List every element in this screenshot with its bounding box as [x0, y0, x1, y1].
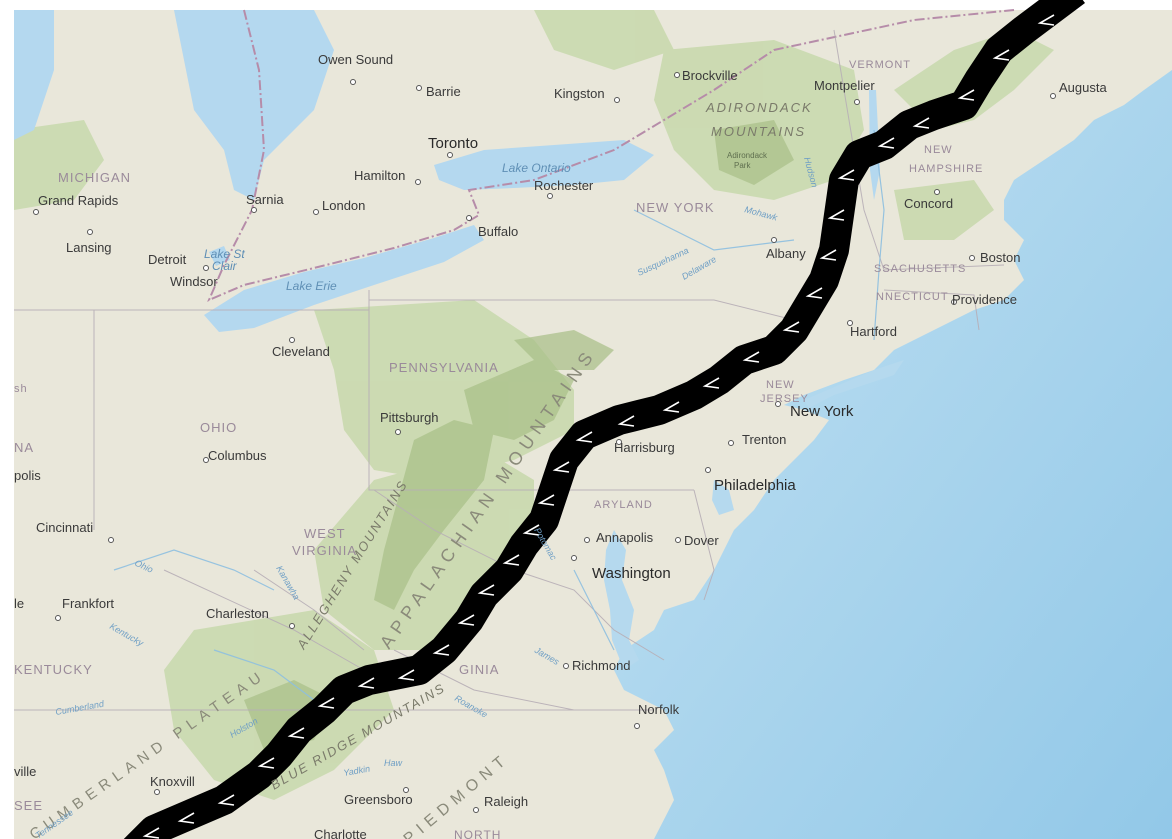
state-new-hampshire-1: NEW	[924, 144, 953, 156]
state-ohio: OHIO	[200, 420, 237, 435]
adirondack-park-text: Adirondack	[727, 151, 768, 160]
state-new-hampshire-2: HAMPSHIRE	[909, 163, 983, 175]
region-labels: ADIRONDACK MOUNTAINS Adirondack Park	[705, 100, 813, 170]
adirondack-mountains-label: MOUNTAINS	[711, 124, 806, 139]
rivers-lines	[113, 129, 885, 701]
city-knoxville: Knoxvill	[150, 774, 195, 789]
state-massachusetts: SSACHUSETTS	[874, 263, 966, 275]
route-path	[123, 0, 1085, 839]
state-maryland: ARYLAND	[594, 499, 653, 511]
city-philadelphia: Philadelphia	[714, 477, 796, 494]
city-cleveland: Cleveland	[272, 344, 330, 359]
long-island-sound	[804, 360, 904, 408]
city-harrisburg: Harrisburg	[614, 440, 675, 455]
city-labels: Owen Sound Barrie Kingston Brockville Mo…	[14, 52, 1107, 839]
city-charleston: Charleston	[206, 606, 269, 621]
lake-st-clair-1: Lake St	[204, 247, 245, 261]
city-ville: ville	[14, 764, 36, 779]
city-pittsburgh: Pittsburgh	[380, 410, 439, 425]
state-new-york: NEW YORK	[636, 200, 715, 215]
city-detroit: Detroit	[148, 252, 187, 267]
city-le: le	[14, 596, 24, 611]
city-new-york: New York	[790, 403, 854, 420]
city-dover: Dover	[684, 533, 719, 548]
lake-st-clair	[209, 246, 230, 266]
city-annapolis: Annapolis	[596, 530, 654, 545]
city-polis: polis	[14, 468, 41, 483]
state-vermont: VERMONT	[849, 59, 911, 71]
city-concord: Concord	[904, 196, 953, 211]
lake-ontario-label: Lake Ontario	[502, 161, 571, 175]
state-virginia: GINIA	[459, 662, 499, 677]
state-kentucky: KENTUCKY	[14, 662, 93, 677]
state-west-virginia-1: WEST	[304, 526, 346, 541]
city-boston: Boston	[980, 250, 1020, 265]
water-labels: Lake Ontario Lake St Clair Lake Erie	[204, 161, 571, 293]
river-yadkin: Yadkin	[343, 763, 371, 778]
city-grand-rapids: Grand Rapids	[38, 193, 119, 208]
state-tennessee: SEE	[14, 798, 43, 813]
city-hamilton: Hamilton	[354, 168, 405, 183]
city-barrie: Barrie	[426, 84, 461, 99]
state-michigan: MICHIGAN	[58, 170, 131, 185]
city-richmond: Richmond	[572, 658, 631, 673]
city-norfolk: Norfolk	[638, 702, 680, 717]
state-west-virginia-2: VIRGINIA	[292, 543, 357, 558]
state-na: NA	[14, 440, 34, 455]
state-pennsylvania: PENNSYLVANIA	[389, 360, 499, 375]
chesapeake-bay	[604, 530, 639, 670]
city-trenton: Trenton	[742, 432, 786, 447]
city-raleigh: Raleigh	[484, 794, 528, 809]
state-sh: sh	[14, 383, 28, 395]
city-albany: Albany	[766, 246, 806, 261]
city-washington: Washington	[592, 565, 671, 582]
city-cincinnati: Cincinnati	[36, 520, 93, 535]
city-dots	[33, 72, 1056, 813]
route-arrows	[142, 14, 1055, 839]
lake-huron-georgian-bay	[174, 10, 334, 200]
city-buffalo: Buffalo	[478, 224, 518, 239]
lake-erie	[204, 225, 484, 332]
state-labels: VERMONT MICHIGAN NEW YORK NEW HAMPSHIRE …	[14, 59, 983, 839]
city-columbus: Columbus	[208, 448, 267, 463]
city-sarnia: Sarnia	[246, 192, 284, 207]
city-frankfort: Frankfort	[62, 596, 114, 611]
lake-michigan	[14, 10, 54, 140]
city-augusta: Augusta	[1059, 80, 1107, 95]
map-canvas: APPALACHIAN MOUNTAINS ALLEGHENY MOUNTAIN…	[14, 0, 1172, 839]
city-brockville: Brockville	[682, 68, 738, 83]
city-rochester: Rochester	[534, 178, 594, 193]
city-toronto: Toronto	[428, 135, 478, 152]
city-owen-sound: Owen Sound	[318, 52, 393, 67]
state-north-carolina: NORTH	[454, 828, 501, 839]
lake-ontario	[434, 140, 654, 190]
mountain-ridges	[244, 120, 794, 750]
state-new-jersey-2: JERSEY	[760, 393, 809, 405]
city-hartford: Hartford	[850, 324, 897, 339]
city-greensboro: Greensboro	[344, 792, 413, 807]
atlantic-ocean	[614, 70, 1172, 839]
delaware-bay	[712, 480, 734, 515]
river-haw: Haw	[384, 758, 403, 768]
adirondack-label: ADIRONDACK	[705, 100, 813, 115]
city-london: London	[322, 198, 365, 213]
city-montpelier: Montpelier	[814, 78, 875, 93]
city-providence: Providence	[952, 292, 1017, 307]
lake-st-clair-2: Clair	[212, 259, 238, 273]
adirondack-park-label: Adirondack Park	[727, 151, 769, 170]
lake-erie-label: Lake Erie	[286, 279, 337, 293]
state-connecticut: NNECTICUT	[876, 291, 949, 303]
city-lansing: Lansing	[66, 240, 112, 255]
city-kingston: Kingston	[554, 86, 605, 101]
adirondack-park-text-2: Park	[734, 161, 751, 170]
city-charlotte: Charlotte	[314, 827, 367, 839]
state-new-jersey-1: NEW	[766, 379, 795, 391]
city-windsor: Windsor	[170, 274, 218, 289]
